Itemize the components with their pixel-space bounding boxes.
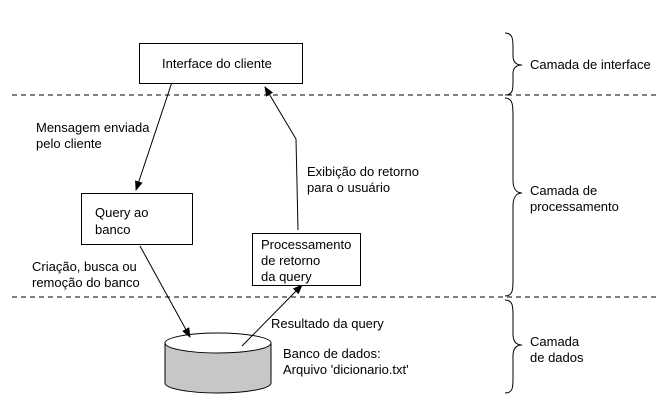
client-interface-box: Interface do cliente [139,43,303,84]
client-interface-label: Interface do cliente [162,56,272,71]
layer-processing-label-line1: Camada de [530,183,598,198]
database-label-line2: Arquivo 'dicionario.txt' [283,362,409,377]
arrow-client-to-query [135,81,173,191]
query-label-line2: banco [95,222,131,237]
processing-label-line1: Processamento [261,237,352,252]
brace-data [504,299,523,394]
database-cylinder [164,343,272,394]
return-display-label-line1: Exibição do retorno [307,164,420,179]
query-box: Query ao banco [81,193,193,245]
layer-data-label-line1: Camada [530,334,580,349]
database-label-line1: Banco de dados: [283,346,381,361]
brace-processing [504,97,523,297]
db-operations-label-line2: remoção do banco [32,275,140,290]
arrow-processing-to-client [264,86,299,231]
processing-box: Processamento de retorno da query [252,233,361,286]
brace-interface [504,32,523,96]
layer-data-label-line2: de dados [530,350,584,365]
processing-label-line2: de retorno [261,253,321,268]
db-operations-label-line1: Criação, busca ou [32,259,137,274]
client-message-label-line1: Mensagem enviada [36,120,150,135]
return-display-label-line2: para o usuário [307,180,391,195]
layer-interface-label: Camada de interface [530,57,651,72]
query-result-label: Resultado da query [271,316,384,331]
arrow-database-to-processing [241,284,303,347]
layer-processing-label-line2: processamento [530,199,619,214]
query-label-line1: Query ao [95,205,149,220]
client-message-label-line2: pelo cliente [36,136,102,151]
arrow-query-to-database [139,245,191,338]
database-top [164,332,272,354]
processing-label-line3: da query [261,269,312,284]
